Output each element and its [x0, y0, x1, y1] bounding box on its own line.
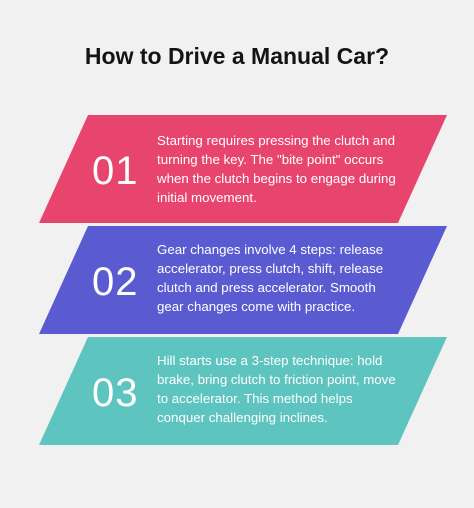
step-2-text: Gear changes involve 4 steps: release ac…	[157, 242, 384, 314]
step-1-number: 01	[92, 149, 139, 193]
step-3-text: Hill starts use a 3-step technique: hold…	[157, 353, 396, 425]
step-2-banner	[39, 226, 447, 334]
page-title: How to Drive a Manual Car?	[84, 43, 390, 69]
step-1-banner	[39, 115, 447, 223]
step-3-number: 03	[92, 371, 139, 415]
step-2-number: 02	[92, 260, 139, 304]
step-3-banner	[39, 337, 447, 445]
step-1-text: Starting requires pressing the clutch an…	[157, 133, 396, 205]
